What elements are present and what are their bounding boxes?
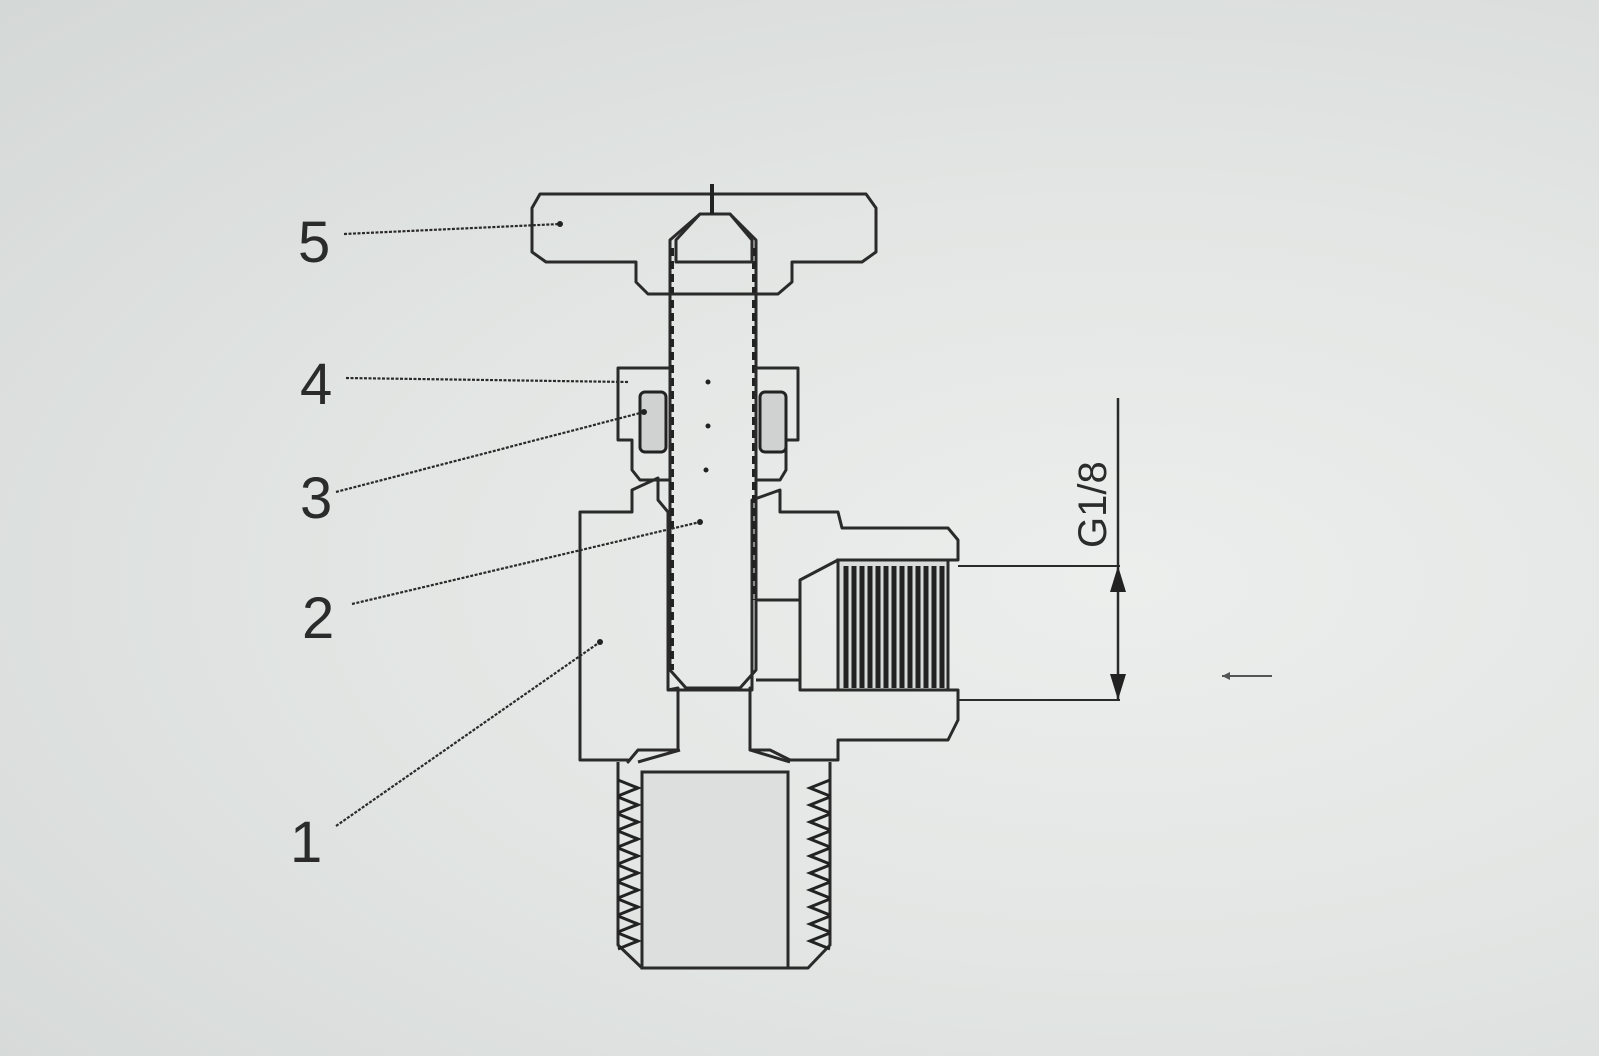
valve-body [578,476,960,764]
callout-2: 2 [302,586,334,651]
dimension-arrow-bottom [1110,674,1126,700]
bottom-thread-tooth [805,897,831,917]
bottom-connector [616,762,832,970]
leader-lines [335,221,711,827]
bottom-thread-tooth [617,863,643,883]
leader-2 [351,520,701,606]
bottom-thread-tooth [617,829,643,849]
stray-arrow-mark [1222,672,1272,680]
bottom-thread-tooth [617,795,643,815]
callout-5: 5 [298,210,330,275]
bottom-thread-tooth [805,914,831,934]
packing-right [758,390,788,454]
leader-1 [335,641,601,827]
bottom-thread-tooth [805,863,831,883]
callout-3: 3 [300,466,332,531]
bottom-thread-tooth [805,880,831,900]
bottom-thread-tooth [805,829,831,849]
leader-5 [343,222,561,236]
bottom-thread-tooth [805,931,831,951]
handwheel [530,184,878,296]
dimension-arrow-top [1110,566,1126,592]
leader-4 [345,376,629,384]
bottom-thread-tooth [805,778,831,798]
bottom-thread-tooth [805,812,831,832]
dimension-label-g18: G1/8 [1071,461,1115,548]
bottom-thread-tooth [617,846,643,866]
bottom-thread-tooth [617,778,643,798]
bottom-thread-tooth [617,897,643,917]
gland-nut [616,366,800,482]
side-threaded-port [836,558,950,692]
bottom-thread-tooth [805,795,831,815]
leader-3 [335,410,645,494]
bottom-thread-tooth [617,880,643,900]
g18-dimension [958,398,1126,701]
bottom-thread-tooth [617,812,643,832]
bottom-thread-tooth [805,846,831,866]
packing-left [638,390,668,454]
callout-4: 4 [300,352,332,417]
bottom-thread-tooth [617,931,643,951]
bottom-thread-tooth [617,914,643,934]
callout-1: 1 [290,810,322,875]
